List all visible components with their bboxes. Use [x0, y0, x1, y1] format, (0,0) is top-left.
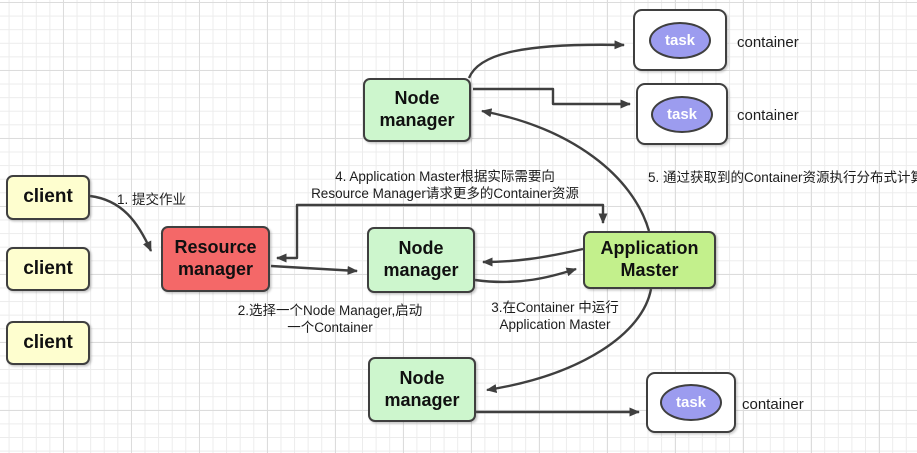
arrow-application-master-to-node-manager-middle [482, 247, 584, 267]
annotation-step-2-line-2: 一个Container [287, 320, 373, 335]
application-master-node: Application Master [583, 231, 716, 289]
container-label-1: container [737, 34, 799, 51]
container-box-2: task [636, 83, 728, 145]
client-node-1: client [6, 175, 90, 220]
arrow-application-master-resource-manager-request [276, 203, 608, 263]
arrow-application-master-to-node-manager-bottom [486, 288, 653, 393]
arrow-node-manager-top-to-container-2 [473, 87, 631, 109]
node-manager-bottom: Node manager [368, 357, 476, 422]
annotation-step-1: 1. 提交作业 [117, 192, 187, 207]
annotation-step-3-line-1: 3.在Container 中运行 [491, 300, 619, 315]
container-box-3: task [646, 372, 736, 433]
task-ellipse-2: task [651, 95, 713, 133]
resource-manager-node: Resource manager [161, 226, 270, 292]
client-node-3: client [6, 321, 90, 365]
arrow-application-master-to-node-manager-top [481, 108, 651, 232]
arrow-node-manager-top-to-container-1 [467, 40, 625, 79]
node-manager-middle: Node manager [367, 227, 475, 293]
client-node-2: client [6, 247, 90, 291]
task-ellipse-1: task [649, 21, 711, 59]
annotation-step-3: 3.在Container 中运行 Application Master [465, 299, 645, 333]
annotation-step-5: 5. 通过获取到的Container资源执行分布式计算 [648, 170, 917, 185]
annotation-step-3-line-2: Application Master [499, 317, 611, 332]
container-label-2: container [737, 107, 799, 124]
node-manager-top: Node manager [363, 78, 471, 142]
arrow-client-to-resource-manager [89, 194, 153, 252]
annotation-step-2: 2.选择一个Node Manager,启动 一个Container [210, 302, 450, 336]
annotation-step-4-line-2: Resource Manager请求更多的Container资源 [311, 186, 579, 201]
arrow-node-manager-middle-to-application-master [474, 267, 577, 284]
annotation-step-2-line-1: 2.选择一个Node Manager,启动 [237, 303, 423, 318]
annotation-step-4: 4. Application Master根据实际需要向 Resource Ma… [290, 168, 600, 202]
task-ellipse-3: task [660, 384, 722, 421]
container-box-1: task [633, 9, 727, 71]
container-label-3: container [742, 396, 804, 413]
arrow-resource-manager-to-node-manager [270, 264, 358, 275]
annotation-step-4-line-1: 4. Application Master根据实际需要向 [335, 169, 555, 184]
